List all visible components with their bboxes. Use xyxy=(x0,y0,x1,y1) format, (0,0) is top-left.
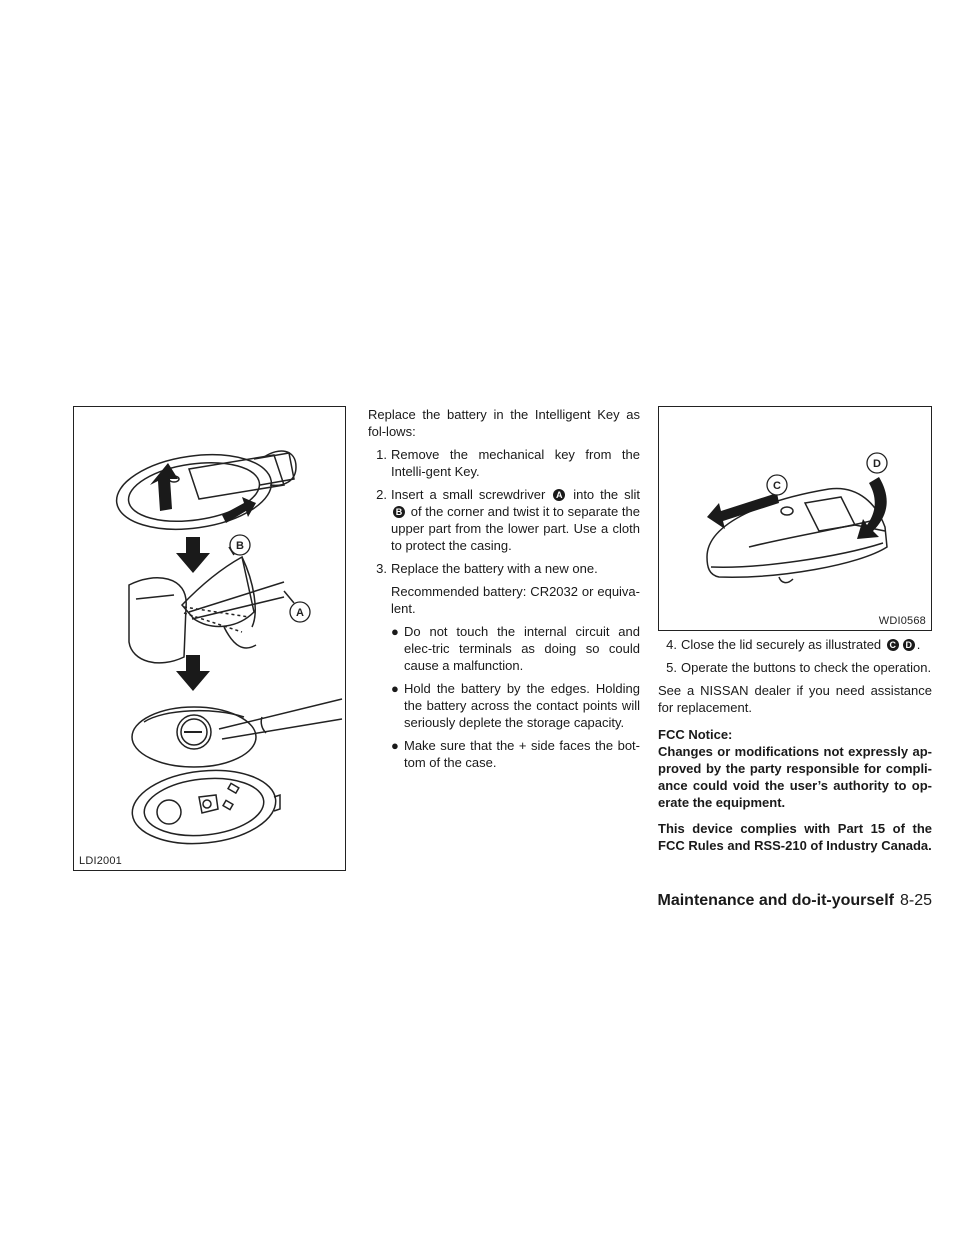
instructions-column-continued: 4. Close the lid securely as illustrated… xyxy=(658,636,932,854)
bullet-icon: ● xyxy=(391,624,399,639)
arrow-right-icon xyxy=(222,497,256,523)
instructions-column: Replace the battery in the Intelligent K… xyxy=(368,406,640,771)
figure-battery-removal: B A LDI2001 xyxy=(73,406,346,871)
arrow-curve-down-icon xyxy=(857,477,887,539)
page-footer: Maintenance and do-it-yourself 8-25 xyxy=(658,892,933,910)
step-5: 5. Operate the buttons to check the oper… xyxy=(666,660,932,675)
figure-close-lid: C D WDI0568 xyxy=(658,406,932,631)
callout-c-marker: C xyxy=(886,639,899,651)
step-1: 1. Remove the mechanical key from the In… xyxy=(376,447,640,479)
step-4: 4. Close the lid securely as illustrated… xyxy=(666,637,921,652)
key-fob-top-drawing xyxy=(115,450,297,531)
callout-a-marker: A xyxy=(553,489,566,501)
callout-b-label: B xyxy=(236,540,244,552)
callout-b-circle xyxy=(229,534,251,556)
lower-case-drawing xyxy=(131,769,281,845)
bullet-item: ● Do not touch the internal circuit and … xyxy=(391,624,640,673)
bullet-icon: ● xyxy=(391,738,399,753)
callout-d-marker: D xyxy=(902,639,915,651)
arrow-down-icon xyxy=(176,655,210,691)
callout-c-label: C xyxy=(773,480,781,492)
close-lid-illustration: C D xyxy=(706,452,888,584)
fcc-notice-paragraph: Changes or modifications not expressly a… xyxy=(658,744,932,810)
callout-c-circle xyxy=(766,474,788,496)
step-2: 2. Insert a small screwdriver A into the… xyxy=(376,487,640,553)
battery-exposed-drawing xyxy=(131,698,343,768)
callout-d-circle xyxy=(866,452,888,474)
step-3: 3. Replace the battery with a new one. xyxy=(376,561,598,576)
bullet-item: ● Make sure that the + side faces the bo… xyxy=(391,738,640,770)
figure-code: WDI0568 xyxy=(878,615,926,627)
figure-code: LDI2001 xyxy=(79,855,122,867)
fcc-heading: FCC Notice: xyxy=(658,727,733,742)
section-title: Maintenance and do-it-yourself xyxy=(657,892,894,909)
callout-a-circle xyxy=(289,601,311,623)
callout-a-label: A xyxy=(296,607,304,619)
recommended-battery: Recommended battery: CR2032 or equiva-le… xyxy=(391,584,640,616)
bullet-item: ● Hold the battery by the edges. Holding… xyxy=(391,681,640,730)
arrow-left-icon xyxy=(707,493,779,529)
intro-paragraph: Replace the battery in the Intelligent K… xyxy=(368,407,640,439)
pry-open-drawing xyxy=(128,546,295,664)
callout-d-label: D xyxy=(873,458,881,470)
fcc-compliance-paragraph: This device complies with Part 15 of the… xyxy=(658,821,932,853)
callout-b-marker: B xyxy=(393,506,405,518)
arrow-down-icon xyxy=(176,537,210,573)
page-number: 8-25 xyxy=(899,892,932,909)
bullet-icon: ● xyxy=(391,681,399,696)
key-fob-closed-drawing xyxy=(706,487,888,584)
arrow-up-icon xyxy=(150,463,178,511)
battery-removal-illustration: B A xyxy=(115,450,343,845)
dealer-note: See a NISSAN dealer if you need assistan… xyxy=(658,683,932,715)
